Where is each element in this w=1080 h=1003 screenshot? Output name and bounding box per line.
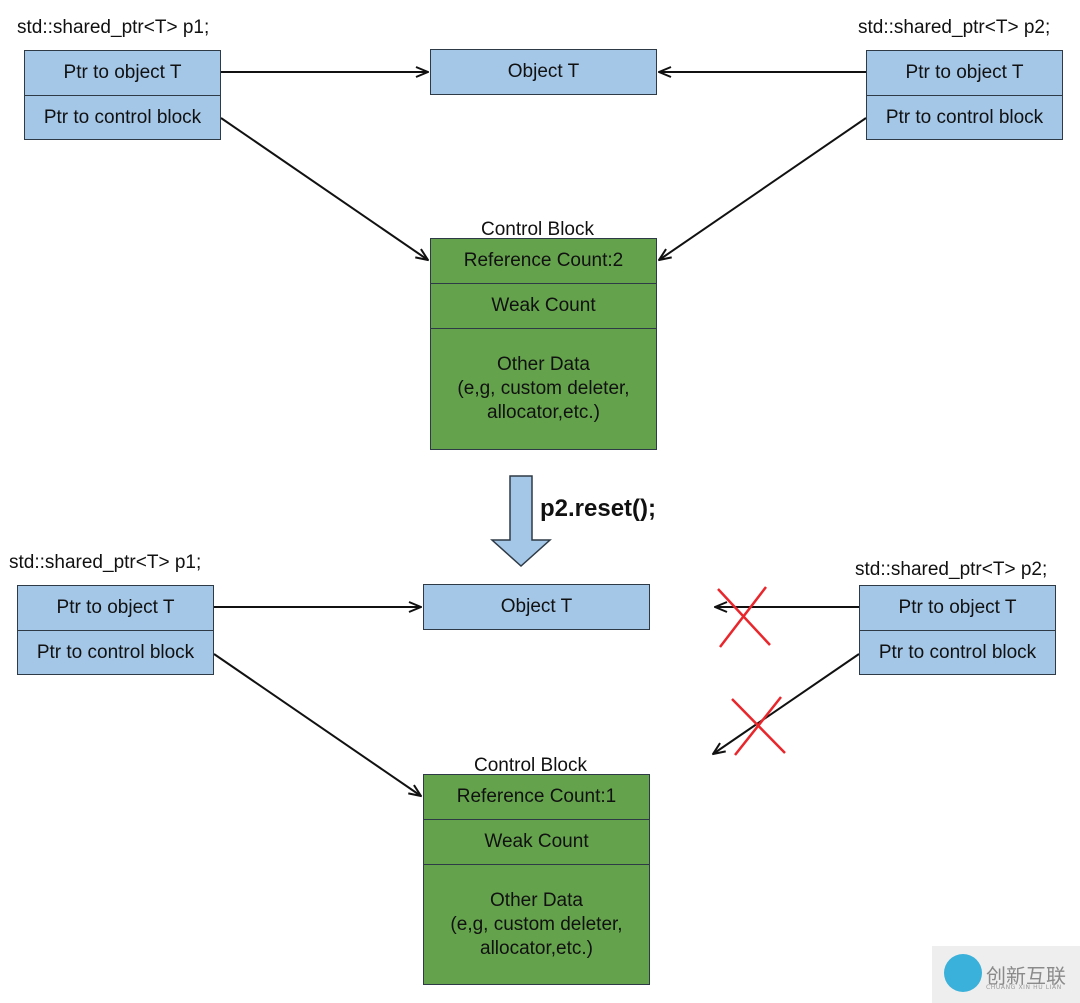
p1-ptr-object-bottom: Ptr to object T — [17, 585, 214, 631]
other-data-line2-top: (e,g, custom deleter, — [457, 378, 630, 399]
p1-declaration-top: std::shared_ptr<T> p1; — [17, 17, 210, 38]
other-data-line2-bottom: (e,g, custom deleter, — [450, 913, 623, 935]
object-t-bottom: Object T — [423, 584, 650, 630]
watermark-logo-icon — [944, 954, 982, 992]
control-block-title-bottom: Control Block — [474, 755, 587, 776]
watermark-text: 创新互联 — [986, 964, 1066, 988]
p2-ptr-control-bottom: Ptr to control block — [859, 630, 1056, 675]
other-data-line1-bottom: Other Data — [490, 889, 583, 911]
p2-ptr-object-top: Ptr to object T — [866, 50, 1063, 96]
cross-icon-control-link — [731, 696, 786, 756]
arrow-p2-to-control-bottom-removed — [713, 653, 860, 754]
p1-ptr-control-bottom: Ptr to control block — [17, 630, 214, 675]
reset-transition-arrow — [490, 475, 552, 568]
arrow-p1-to-control-bottom — [213, 653, 421, 796]
watermark-subtext: CHUANG XIN HU LIAN — [986, 984, 1062, 991]
cross-icon-object-link — [717, 586, 771, 648]
ref-count-top: Reference Count:2 — [430, 238, 657, 284]
arrow-p2-to-control-top — [659, 117, 867, 260]
p2-declaration-top: std::shared_ptr<T> p2; — [858, 17, 1051, 38]
other-data-top: Other Data (e,g, custom deleter, allocat… — [430, 328, 657, 450]
other-data-line1-top: Other Data — [497, 354, 590, 375]
p2-ptr-object-bottom: Ptr to object T — [859, 585, 1056, 631]
object-t-top: Object T — [430, 49, 657, 95]
control-block-title-top: Control Block — [481, 219, 594, 240]
p1-ptr-object-top: Ptr to object T — [24, 50, 221, 96]
other-data-line3-top: allocator,etc.) — [487, 402, 600, 423]
weak-count-top: Weak Count — [430, 283, 657, 329]
other-data-line3-bottom: allocator,etc.) — [480, 937, 593, 959]
weak-count-bottom: Weak Count — [423, 819, 650, 865]
p1-declaration-bottom: std::shared_ptr<T> p1; — [9, 552, 202, 573]
other-data-bottom: Other Data (e,g, custom deleter, allocat… — [423, 864, 650, 985]
p1-ptr-control-top: Ptr to control block — [24, 95, 221, 140]
reset-command: p2.reset(); — [540, 495, 657, 522]
p2-ptr-control-top: Ptr to control block — [866, 95, 1063, 140]
p2-declaration-bottom: std::shared_ptr<T> p2; — [855, 559, 1048, 580]
arrow-p1-to-control-top — [220, 117, 428, 260]
watermark: 创新互联 CHUANG XIN HU LIAN — [932, 946, 1080, 1003]
ref-count-bottom: Reference Count:1 — [423, 774, 650, 820]
